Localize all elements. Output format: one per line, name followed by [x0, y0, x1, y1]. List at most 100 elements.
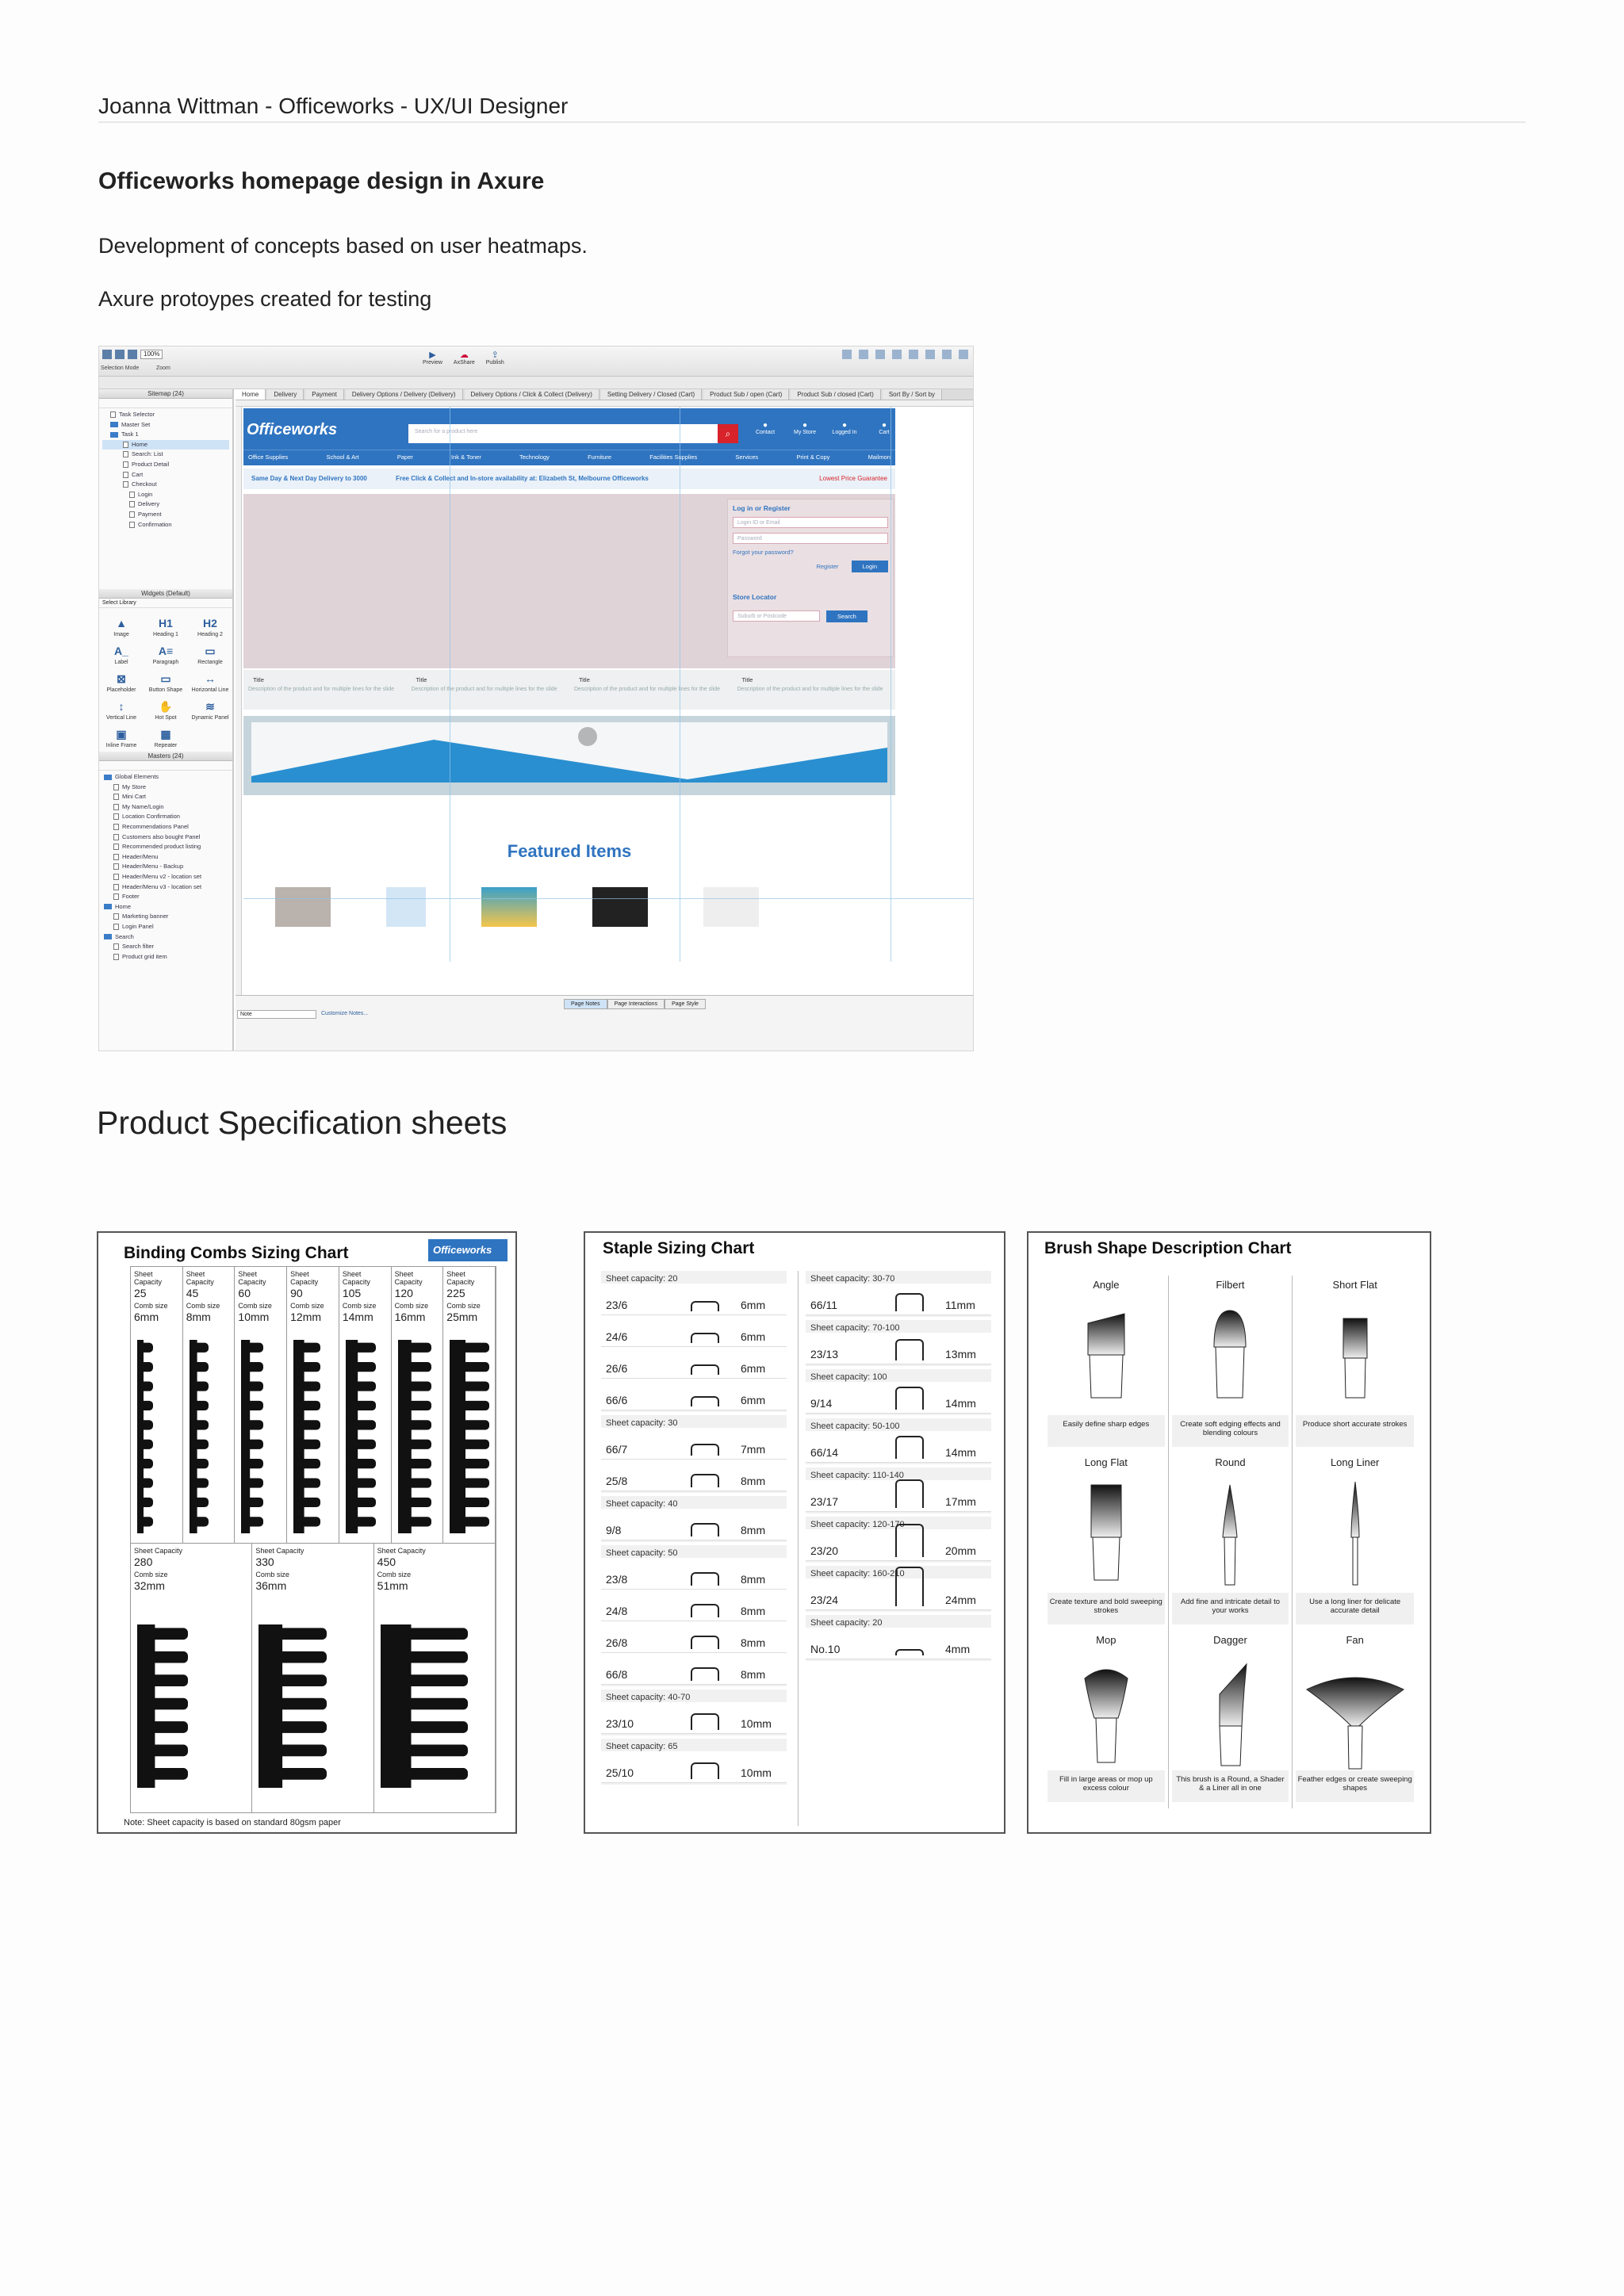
master-item[interactable]: My Name/Login: [102, 802, 229, 813]
nav-item[interactable]: Paper: [396, 453, 413, 461]
nav-item[interactable]: Print & Copy: [796, 453, 830, 461]
product-image[interactable]: [703, 887, 759, 927]
nav-item[interactable]: Office Supplies: [248, 453, 289, 461]
master-item[interactable]: My Store: [102, 783, 229, 793]
widget-item[interactable]: ≋Dynamic Panel: [188, 698, 232, 721]
master-item[interactable]: Mini Cart: [102, 792, 229, 802]
align-icon[interactable]: [909, 350, 918, 359]
product-image[interactable]: [592, 887, 648, 927]
product-image[interactable]: [386, 887, 426, 927]
widget-item[interactable]: A≡Paragraph: [144, 642, 188, 665]
customize-notes-link[interactable]: Customize Notes...: [321, 1011, 369, 1016]
page-tab[interactable]: Payment: [305, 389, 344, 400]
master-item[interactable]: Marketing banner: [102, 912, 229, 922]
page-tab[interactable]: Sort By / Sort by: [882, 389, 943, 400]
axshare-button[interactable]: ☁AxShare: [453, 350, 475, 365]
master-item[interactable]: Header/Menu: [102, 852, 229, 863]
publish-button[interactable]: ⇪Publish: [485, 350, 504, 365]
nav-item[interactable]: Facilities Supplies: [649, 453, 698, 461]
nav-item[interactable]: Technology: [519, 453, 550, 461]
unlock-icon[interactable]: [959, 350, 968, 359]
widget-item[interactable]: ✋Hot Spot: [144, 698, 188, 721]
click-collect-banner[interactable]: Free Click & Collect and In-store availa…: [396, 475, 649, 482]
front-icon[interactable]: [875, 350, 885, 359]
master-item[interactable]: Global Elements: [102, 772, 229, 783]
nav-item[interactable]: Mailmon: [868, 453, 891, 461]
connector-tool-icon[interactable]: [115, 350, 124, 359]
lowest-price-badge[interactable]: Lowest Price Guarantee: [819, 475, 887, 482]
notes-tab[interactable]: Page Interactions: [607, 999, 665, 1009]
master-item[interactable]: Search filter: [102, 942, 229, 952]
page-tab[interactable]: Delivery Options / Click & Collect (Deli…: [464, 389, 599, 400]
header-icon-0[interactable]: Contact: [751, 421, 779, 435]
nav-item[interactable]: Ink & Toner: [451, 453, 481, 461]
master-item[interactable]: Search: [102, 932, 229, 943]
header-icon-1[interactable]: My Store: [791, 421, 819, 435]
lock-icon[interactable]: [942, 350, 952, 359]
widget-item[interactable]: ▭Rectangle: [188, 642, 232, 665]
zoom-select[interactable]: 100%: [140, 350, 163, 359]
register-link[interactable]: Register: [816, 563, 839, 570]
master-item[interactable]: Header/Menu - Backup: [102, 862, 229, 872]
master-item[interactable]: Home: [102, 902, 229, 913]
widget-item[interactable]: ⊠Placeholder: [99, 670, 144, 693]
widget-item[interactable]: ↔Horizontal Line: [188, 670, 232, 693]
sitemap-item[interactable]: Cart: [102, 470, 229, 480]
distribute-icon[interactable]: [925, 350, 935, 359]
sitemap-item[interactable]: Confirmation: [102, 520, 229, 530]
notes-tab[interactable]: Page Notes: [564, 999, 607, 1009]
widget-item[interactable]: ↕Vertical Line: [99, 698, 144, 721]
search-icon[interactable]: ⌕: [718, 424, 738, 443]
pen-tool-icon[interactable]: [128, 350, 137, 359]
notes-tab[interactable]: Page Style: [665, 999, 706, 1009]
ungroup-icon[interactable]: [859, 350, 868, 359]
widget-item[interactable]: ▣Inline Frame: [99, 725, 144, 748]
officeworks-logo[interactable]: Officeworks: [247, 421, 338, 438]
sitemap-item[interactable]: Task 1: [102, 430, 229, 440]
select-tool-icon[interactable]: [102, 350, 112, 359]
login-id-field[interactable]: Login ID or Email: [733, 517, 888, 528]
master-item[interactable]: Footer: [102, 892, 229, 902]
sitemap-item[interactable]: Delivery: [102, 499, 229, 510]
page-tab[interactable]: Product Sub / open (Cart): [703, 389, 790, 400]
master-item[interactable]: Location Confirmation: [102, 812, 229, 822]
site-search-input[interactable]: Search for a product here: [408, 424, 718, 443]
sitemap-item[interactable]: Payment: [102, 510, 229, 520]
sitemap-item[interactable]: Login: [102, 490, 229, 500]
group-icon[interactable]: [842, 350, 852, 359]
master-item[interactable]: Recommended product listing: [102, 842, 229, 852]
notes-select[interactable]: Note: [237, 1010, 316, 1019]
nav-item[interactable]: Services: [735, 453, 759, 461]
design-canvas[interactable]: Officeworks Search for a product here ⌕ …: [236, 400, 973, 995]
forgot-password-link[interactable]: Forgot your password?: [733, 549, 794, 556]
widget-item[interactable]: ▲Image: [99, 614, 144, 637]
page-tab[interactable]: Setting Delivery / Closed (Cart): [600, 389, 703, 400]
sitemap-item[interactable]: Task Selector: [102, 410, 229, 420]
widget-library-select[interactable]: Select Library: [99, 599, 232, 608]
header-icon-2[interactable]: Logged In: [830, 421, 859, 435]
image-slider[interactable]: [243, 716, 895, 795]
sitemap-item[interactable]: Master Set: [102, 420, 229, 430]
preview-button[interactable]: ▶Preview: [423, 350, 442, 365]
delivery-banner-text[interactable]: Same Day & Next Day Delivery to 3000: [251, 475, 367, 482]
product-image[interactable]: [481, 887, 537, 927]
sitemap-item[interactable]: Search: List: [102, 450, 229, 460]
page-tab[interactable]: Home: [236, 389, 266, 400]
nav-item[interactable]: School & Art: [326, 453, 359, 461]
back-icon[interactable]: [892, 350, 902, 359]
store-search-button[interactable]: Search: [826, 610, 868, 622]
widget-item[interactable]: ▭Button Shape: [144, 670, 188, 693]
master-item[interactable]: Recommendations Panel: [102, 822, 229, 832]
widget-item[interactable]: ▦Repeater: [144, 725, 188, 748]
widget-item[interactable]: A_Label: [99, 642, 144, 665]
nav-item[interactable]: Furniture: [588, 453, 612, 461]
login-button[interactable]: Login: [851, 561, 888, 572]
sitemap-item[interactable]: Product Detail: [102, 460, 229, 470]
header-icon-3[interactable]: Cart: [870, 421, 898, 435]
